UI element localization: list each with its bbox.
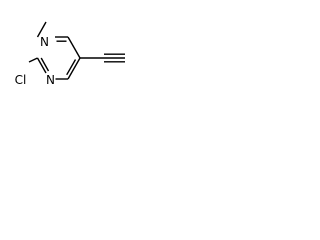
structure-canvas: N N Cl — [0, 0, 140, 98]
atom-label-n-top: N — [40, 35, 49, 49]
bond-c2-cl — [28, 57, 38, 63]
bond-c5-c4 — [67, 36, 81, 59]
double-bond-inner-c6-c5 — [66, 59, 77, 76]
bond-c2-n1 — [36, 57, 47, 74]
bond-c6-c5 — [67, 57, 81, 80]
atom-label-n-bottom: N — [46, 73, 55, 87]
double-bond-inner-c2-n1 — [40, 57, 50, 72]
bond-n3-c2 — [36, 21, 47, 38]
chemical-structure: N N Cl — [15, 21, 125, 87]
atom-label-cl: Cl — [15, 73, 27, 87]
